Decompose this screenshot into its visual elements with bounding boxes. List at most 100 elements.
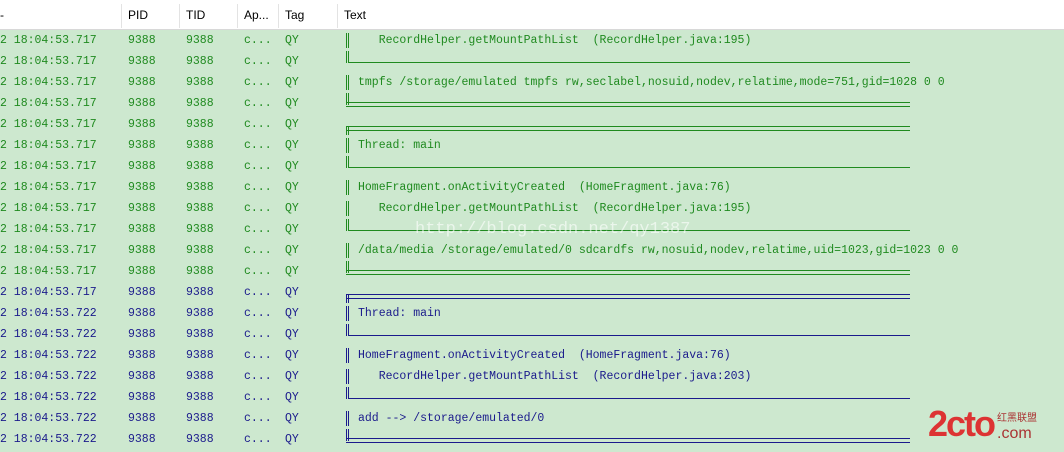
cell-time: 2 18:04:53.717 [0, 97, 97, 110]
cell-app: c... [244, 160, 272, 173]
cell-app: c... [244, 181, 272, 194]
cell-app: c... [244, 328, 272, 341]
cell-tag: QY [285, 307, 299, 320]
log-message: Thread: main [358, 139, 441, 152]
cell-tag: QY [285, 328, 299, 341]
cell-tid: 9388 [186, 55, 214, 68]
header-app[interactable]: Ap... [244, 8, 269, 22]
cell-text [346, 93, 910, 114]
cell-tag: QY [285, 223, 299, 236]
cell-time: 2 18:04:53.717 [0, 286, 97, 299]
cell-tid: 9388 [186, 265, 214, 278]
cell-text: HomeFragment.onActivityCreated (HomeFrag… [346, 345, 910, 366]
cell-tag: QY [285, 412, 299, 425]
cell-pid: 9388 [128, 244, 156, 257]
header-time[interactable]: - [0, 8, 4, 22]
border-bar [346, 180, 349, 195]
cell-tag: QY [285, 391, 299, 404]
column-header: - PID TID Ap... Tag Text [0, 0, 1064, 30]
border-bar [346, 387, 349, 399]
cell-text: tmpfs /storage/emulated tmpfs rw,seclabe… [346, 72, 945, 93]
cell-text: RecordHelper.getMountPathList (RecordHel… [346, 366, 910, 387]
cell-tag: QY [285, 349, 299, 362]
cell-pid: 9388 [128, 433, 156, 446]
cell-tag: QY [285, 139, 299, 152]
cell-tid: 9388 [186, 286, 214, 299]
log-message: RecordHelper.getMountPathList (RecordHel… [358, 34, 752, 47]
log-message: tmpfs /storage/emulated tmpfs rw,seclabe… [358, 76, 945, 89]
border-bar [346, 243, 349, 258]
cell-time: 2 18:04:53.722 [0, 391, 97, 404]
cell-text [346, 156, 910, 177]
cell-app: c... [244, 244, 272, 257]
border-bar [346, 348, 349, 363]
cell-pid: 9388 [128, 307, 156, 320]
cell-text [346, 429, 910, 450]
cell-text: /data/media /storage/emulated/0 sdcardfs… [346, 240, 958, 261]
border-bar [346, 156, 349, 168]
cell-app: c... [244, 223, 272, 236]
cell-time: 2 18:04:53.717 [0, 265, 97, 278]
cell-text [346, 261, 910, 282]
border-line [349, 335, 910, 336]
border-bar [346, 75, 349, 90]
header-tid[interactable]: TID [186, 8, 206, 22]
border-bar [346, 369, 349, 384]
cell-time: 2 18:04:53.717 [0, 55, 97, 68]
cell-app: c... [244, 265, 272, 278]
header-text[interactable]: Text [344, 8, 367, 22]
header-tag[interactable]: Tag [285, 8, 305, 22]
header-pid[interactable]: PID [128, 8, 149, 22]
cell-text [346, 51, 910, 72]
border-bar [346, 33, 349, 48]
cell-app: c... [244, 76, 272, 89]
border-line [346, 270, 910, 275]
cell-time: 2 18:04:53.722 [0, 412, 97, 425]
cell-tid: 9388 [186, 202, 214, 215]
cell-pid: 9388 [128, 160, 156, 173]
cell-app: c... [244, 370, 272, 383]
cell-text: Thread: main [346, 303, 910, 324]
cell-pid: 9388 [128, 181, 156, 194]
cell-pid: 9388 [128, 370, 156, 383]
cell-time: 2 18:04:53.722 [0, 328, 97, 341]
cell-tag: QY [285, 370, 299, 383]
cell-tag: QY [285, 181, 299, 194]
border-line [349, 230, 910, 231]
cell-time: 2 18:04:53.717 [0, 34, 97, 47]
border-bar [346, 411, 349, 426]
border-line [349, 398, 910, 399]
cell-tid: 9388 [186, 34, 214, 47]
cell-pid: 9388 [128, 286, 156, 299]
cell-tid: 9388 [186, 307, 214, 320]
cell-tid: 9388 [186, 181, 214, 194]
cell-app: c... [244, 349, 272, 362]
cell-pid: 9388 [128, 391, 156, 404]
border-bar [346, 93, 349, 105]
log-message: Thread: main [358, 307, 441, 320]
cell-tid: 9388 [186, 349, 214, 362]
cell-pid: 9388 [128, 76, 156, 89]
border-bar [346, 219, 349, 231]
